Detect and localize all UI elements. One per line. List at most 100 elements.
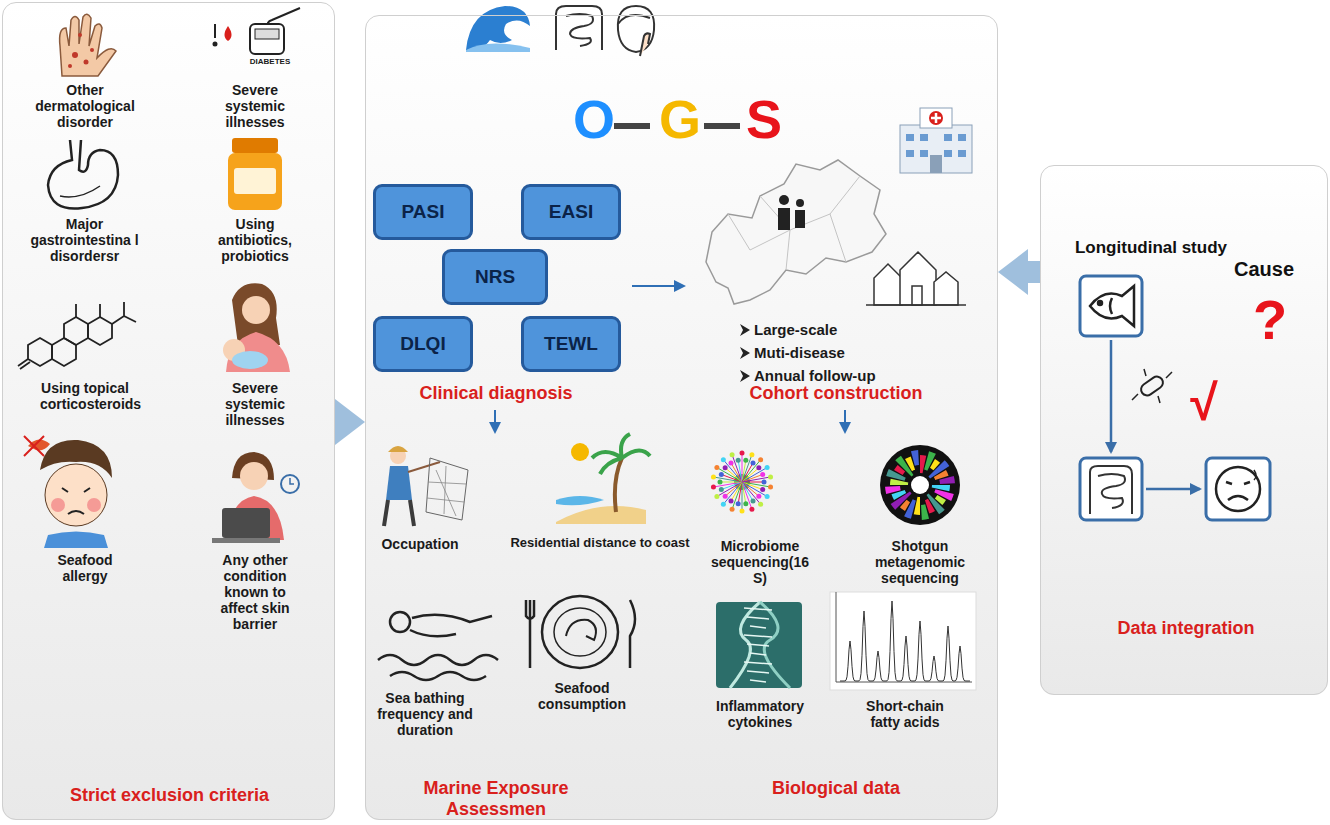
dna-icon bbox=[744, 608, 772, 610]
section-heading: Strict exclusion criteria bbox=[3, 785, 336, 806]
exclusion-caption: Severe systemic illnesses bbox=[205, 380, 305, 428]
face-touch-icon bbox=[618, 15, 650, 24]
exposure-caption: Residential distance to coast bbox=[496, 536, 704, 551]
steroid-structure-icon bbox=[64, 317, 88, 345]
plate-icon bbox=[542, 596, 618, 668]
ogs-letter: O bbox=[572, 92, 616, 146]
microbiome-chart bbox=[730, 507, 735, 512]
exclusion-caption: Other dermatological disorder bbox=[15, 82, 155, 130]
houses-icon bbox=[900, 252, 936, 305]
gut-icon bbox=[1098, 474, 1125, 508]
dna-icon bbox=[716, 602, 802, 688]
laptop-user-icon bbox=[212, 538, 280, 543]
exclusion-caption: Any other condition known to affect skin… bbox=[210, 552, 300, 632]
bullet-marker bbox=[740, 347, 750, 359]
microbiome-chart bbox=[711, 485, 716, 490]
hospital-icon bbox=[944, 150, 952, 157]
chromatogram bbox=[836, 592, 972, 682]
device-label: DIABETES bbox=[240, 57, 300, 66]
dna-icon bbox=[744, 635, 772, 637]
shotgun-tree-chart bbox=[932, 485, 950, 491]
hospital-icon bbox=[920, 108, 952, 128]
microbiome-chart bbox=[749, 507, 754, 512]
steroid-structure-icon bbox=[18, 302, 136, 369]
hospital-icon bbox=[931, 113, 941, 123]
plate-icon bbox=[554, 608, 606, 656]
dna-icon bbox=[716, 602, 802, 688]
map-outline bbox=[728, 176, 860, 270]
pill-bottle-icon bbox=[234, 168, 276, 194]
hand-icon bbox=[78, 33, 82, 37]
hand-icon bbox=[68, 64, 72, 68]
flow-arrow bbox=[844, 410, 846, 432]
microbiome-chart bbox=[765, 465, 770, 470]
ogs-letter: S bbox=[742, 92, 786, 146]
microbiome-chart bbox=[742, 482, 752, 509]
exposure-caption: Occupation bbox=[360, 536, 480, 552]
dna-icon bbox=[750, 653, 766, 655]
shotgun-tree-chart bbox=[911, 476, 929, 494]
bacterium-icon bbox=[1132, 369, 1172, 403]
allergic-boy-icon bbox=[24, 436, 44, 456]
box-label: EASI bbox=[549, 201, 593, 223]
hospital-icon bbox=[900, 108, 972, 173]
allergic-boy-icon bbox=[45, 464, 107, 526]
bacterium-icon bbox=[1139, 374, 1166, 398]
shotgun-tree-chart bbox=[911, 450, 919, 466]
glucose-meter-icon bbox=[225, 26, 232, 41]
microbiome-chart bbox=[714, 465, 719, 470]
exclusion-caption: Major gastrointestina l disordersr bbox=[27, 216, 142, 264]
swimmer-icon bbox=[390, 612, 410, 632]
microbiome-chart bbox=[740, 451, 745, 456]
hospital-icon bbox=[929, 111, 943, 125]
sad-face-icon bbox=[1228, 496, 1248, 500]
score-box: EASI bbox=[521, 184, 621, 240]
glucose-meter-icon bbox=[214, 24, 216, 38]
hand-icon bbox=[60, 14, 116, 76]
exclusion-caption: Seafood allergy bbox=[40, 552, 130, 584]
microbiome-chart bbox=[740, 509, 745, 514]
exclusion-caption: Using topical corticosteroids bbox=[40, 380, 130, 412]
microbiome-chart bbox=[743, 501, 748, 506]
microbiome-chart bbox=[729, 499, 734, 504]
bio-caption: Short-chain fatty acids bbox=[850, 698, 960, 730]
exclusion-caption: Severe systemic illnesses bbox=[205, 82, 305, 130]
hand-icon bbox=[90, 48, 94, 52]
shotgun-tree-chart bbox=[880, 445, 960, 525]
houses-icon bbox=[912, 286, 922, 305]
swimmer-icon bbox=[390, 672, 486, 680]
microbiome-chart bbox=[742, 482, 761, 504]
dna-icon bbox=[744, 662, 772, 664]
study-arrow bbox=[1146, 488, 1200, 491]
study-arrow bbox=[1111, 340, 1200, 489]
gut-icon bbox=[1090, 466, 1132, 514]
microbiome-chart bbox=[721, 482, 742, 490]
dna-icon bbox=[750, 680, 766, 682]
microbiome-chart bbox=[760, 472, 765, 477]
fish-icon bbox=[1098, 301, 1102, 305]
dna-icon bbox=[747, 644, 769, 646]
fish-icon bbox=[1090, 286, 1134, 326]
laptop-user-icon bbox=[222, 508, 270, 538]
microbiome-chart bbox=[718, 480, 723, 485]
people-icon bbox=[778, 208, 790, 230]
chromatogram bbox=[840, 601, 970, 681]
glucose-meter-icon bbox=[255, 29, 279, 39]
study-box bbox=[1080, 458, 1142, 520]
microbiome-chart bbox=[758, 502, 763, 507]
plate-icon bbox=[526, 600, 635, 668]
plate-icon bbox=[526, 596, 635, 668]
section-heading: Cohort construction bbox=[741, 383, 931, 404]
score-box: PASI bbox=[373, 184, 473, 240]
beach-icon bbox=[571, 443, 589, 461]
chromatogram bbox=[830, 592, 976, 690]
houses-icon bbox=[866, 252, 966, 305]
people-icon bbox=[778, 195, 805, 230]
exclusion-caption: Using antibiotics, probiotics bbox=[205, 216, 305, 264]
steroid-structure-icon bbox=[18, 302, 136, 369]
microbiome-chart bbox=[723, 460, 742, 482]
pill-bottle-icon bbox=[228, 138, 282, 210]
microbiome-chart bbox=[743, 458, 748, 463]
steroid-structure-icon bbox=[28, 338, 52, 366]
microbiome-chart bbox=[721, 457, 726, 462]
